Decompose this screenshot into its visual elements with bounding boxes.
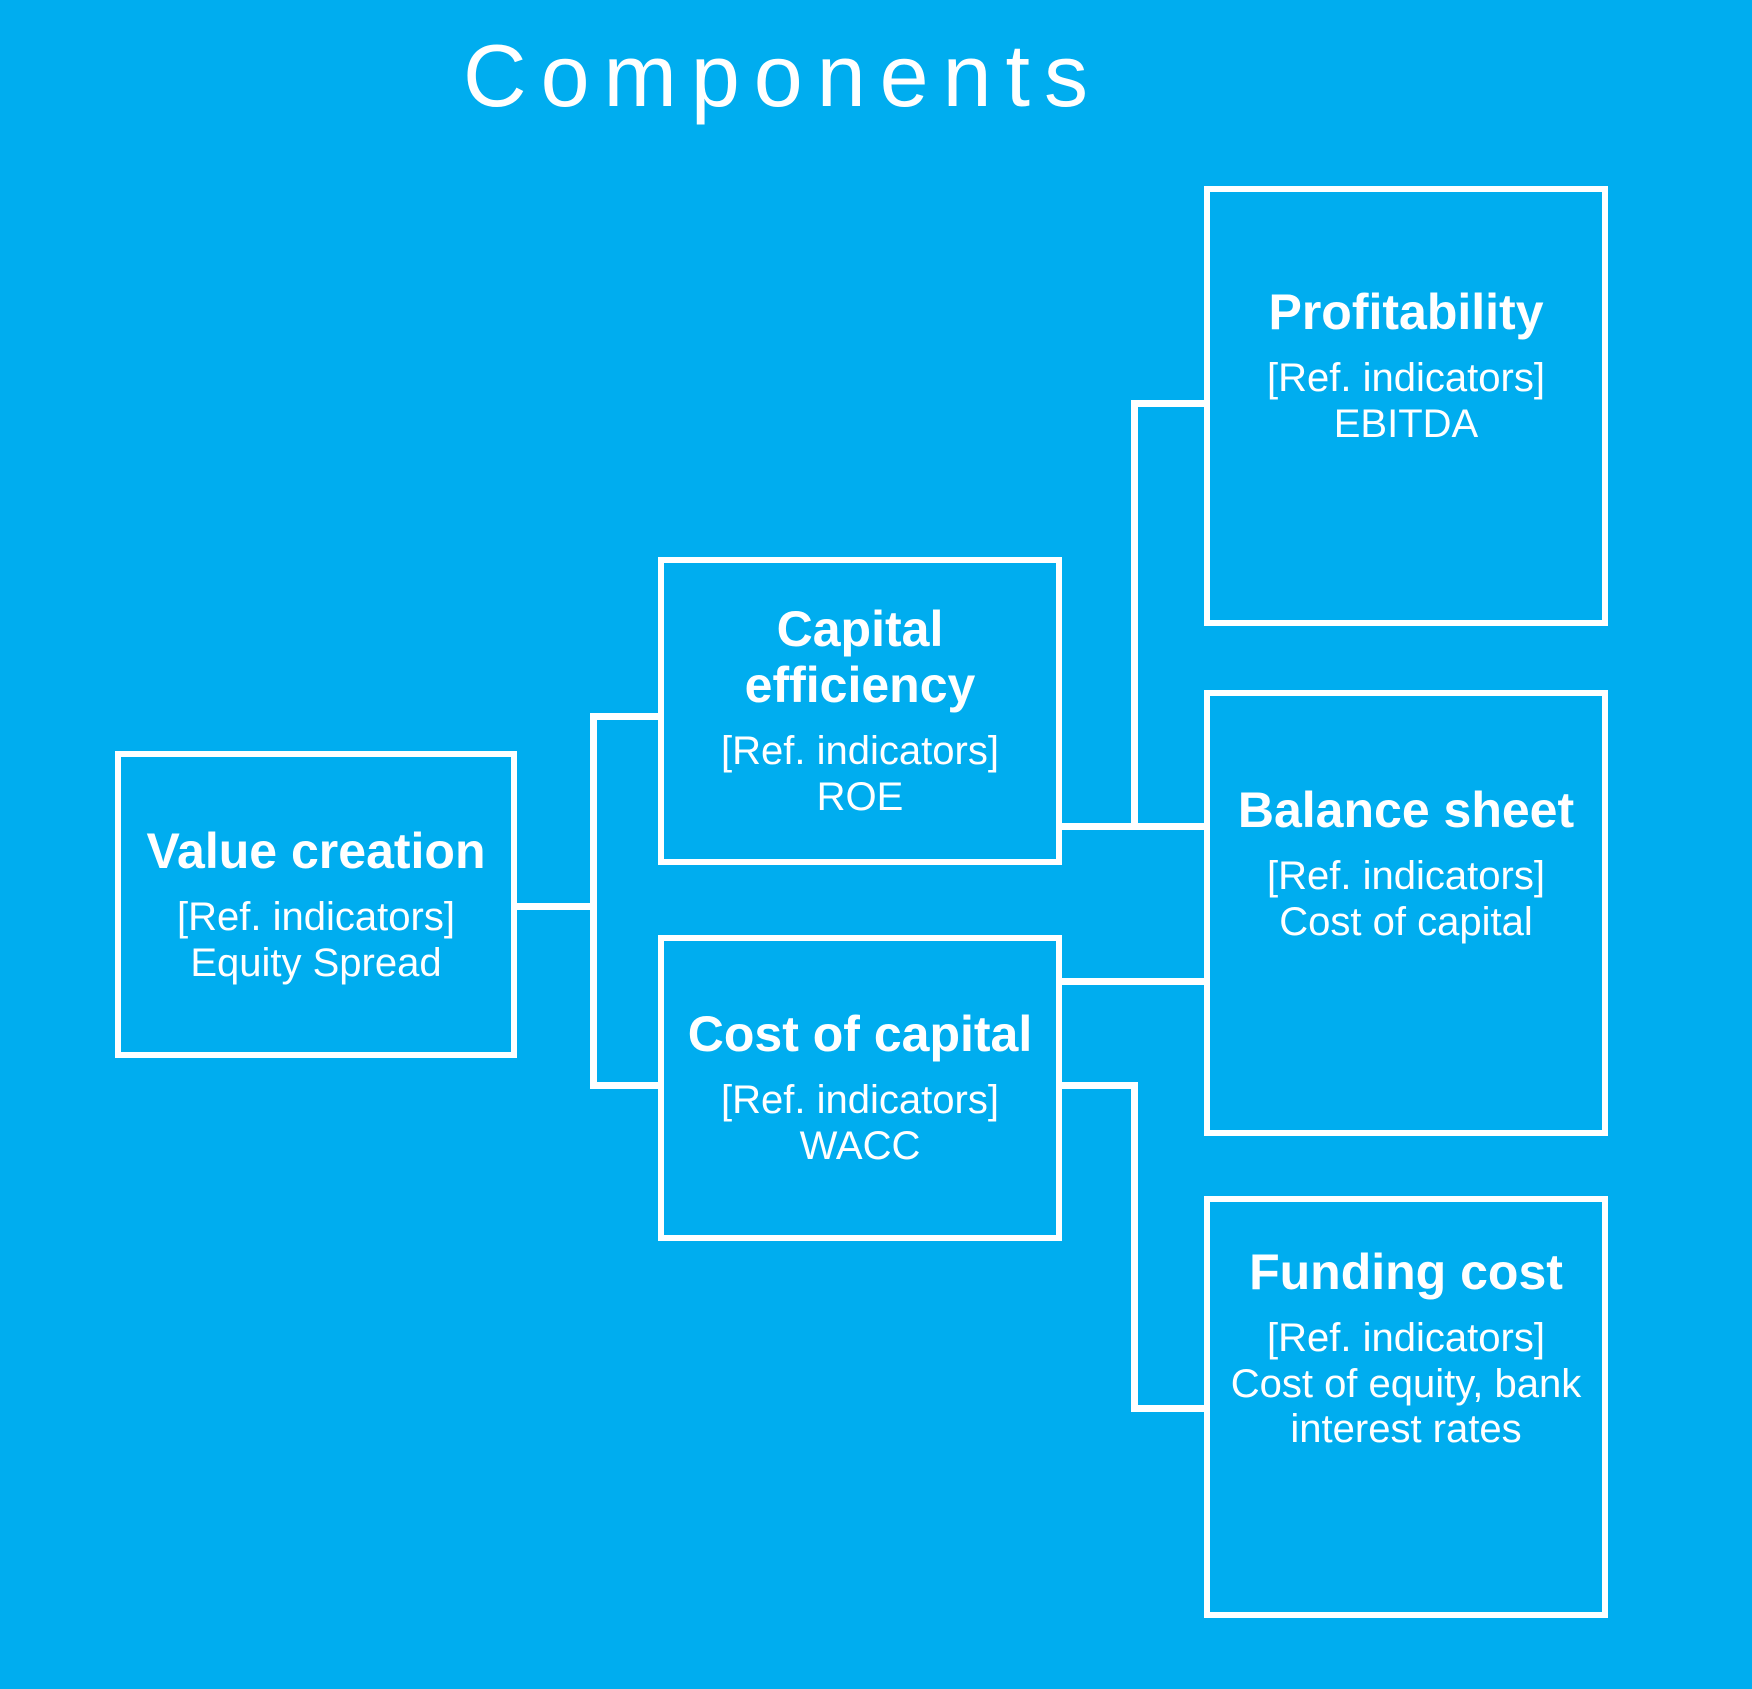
node-balance-sheet-ref-value: Cost of capital	[1279, 899, 1533, 944]
node-capital-efficiency-indicators: [Ref. indicators] ROE	[721, 729, 999, 820]
node-cost-of-capital-heading: Cost of capital	[687, 1006, 1033, 1063]
node-capital-efficiency-ref-value: ROE	[816, 775, 904, 819]
node-balance-sheet-heading: Balance sheet	[1237, 782, 1575, 838]
node-funding-cost[interactable]: Funding cost [Ref. indicators] Cost of e…	[1204, 1196, 1608, 1618]
connector-to-cost-of-capital	[590, 1082, 664, 1089]
node-profitability-indicators: [Ref. indicators] EBITDA	[1267, 356, 1545, 447]
connector-capital-efficiency-to-profitability-arm	[1131, 400, 1210, 407]
node-value-creation-ref-value: Equity Spread	[190, 940, 442, 985]
node-balance-sheet-ref-label: [Ref. indicators]	[1267, 854, 1545, 898]
node-funding-cost-ref-label: [Ref. indicators]	[1267, 1316, 1545, 1360]
node-capital-efficiency-ref-label: [Ref. indicators]	[721, 729, 999, 774]
node-capital-efficiency[interactable]: Capital efficiency [Ref. indicators] ROE	[658, 557, 1062, 865]
node-capital-efficiency-heading: Capital efficiency	[744, 601, 976, 714]
node-funding-cost-ref-value: Cost of equity, bank interest rates	[1230, 1361, 1582, 1452]
node-value-creation-heading: Value creation	[146, 822, 486, 879]
node-value-creation[interactable]: Value creation [Ref. indicators] Equity …	[115, 751, 517, 1058]
connector-capital-efficiency-to-profitability-stub	[1056, 823, 1138, 830]
node-funding-cost-heading: Funding cost	[1249, 1244, 1563, 1300]
node-funding-cost-indicators: [Ref. indicators] Cost of equity, bank i…	[1220, 1316, 1592, 1453]
node-value-creation-indicators: [Ref. indicators] Equity Spread	[177, 895, 455, 986]
connector-cost-of-capital-to-funding-cost-drop	[1131, 1082, 1138, 1412]
node-value-creation-ref-label: [Ref. indicators]	[177, 894, 455, 939]
node-profitability-ref-value: EBITDA	[1333, 401, 1479, 446]
connector-to-capital-efficiency	[590, 713, 664, 720]
node-profitability-ref-label: [Ref. indicators]	[1267, 356, 1545, 400]
connector-vertical-bus	[590, 713, 597, 1089]
node-balance-sheet[interactable]: Balance sheet [Ref. indicators] Cost of …	[1204, 690, 1608, 1136]
node-cost-of-capital-indicators: [Ref. indicators] WACC	[721, 1078, 999, 1169]
node-cost-of-capital-ref-label: [Ref. indicators]	[721, 1078, 999, 1123]
connector-value-creation-trunk	[511, 903, 597, 910]
connector-cost-of-capital-to-funding-cost-stub	[1056, 1082, 1138, 1089]
connector-cost-of-capital-to-balance-sheet	[1056, 978, 1210, 985]
node-cost-of-capital[interactable]: Cost of capital [Ref. indicators] WACC	[658, 935, 1062, 1241]
page-title: Components	[463, 26, 1102, 125]
node-balance-sheet-indicators: [Ref. indicators] Cost of capital	[1267, 854, 1545, 945]
node-profitability[interactable]: Profitability [Ref. indicators] EBITDA	[1204, 186, 1608, 626]
node-cost-of-capital-ref-value: WACC	[799, 1124, 921, 1168]
connector-capital-efficiency-to-profitability-riser	[1131, 400, 1138, 830]
node-profitability-heading: Profitability	[1268, 284, 1544, 340]
connector-cost-of-capital-to-funding-cost-arm	[1131, 1405, 1210, 1412]
